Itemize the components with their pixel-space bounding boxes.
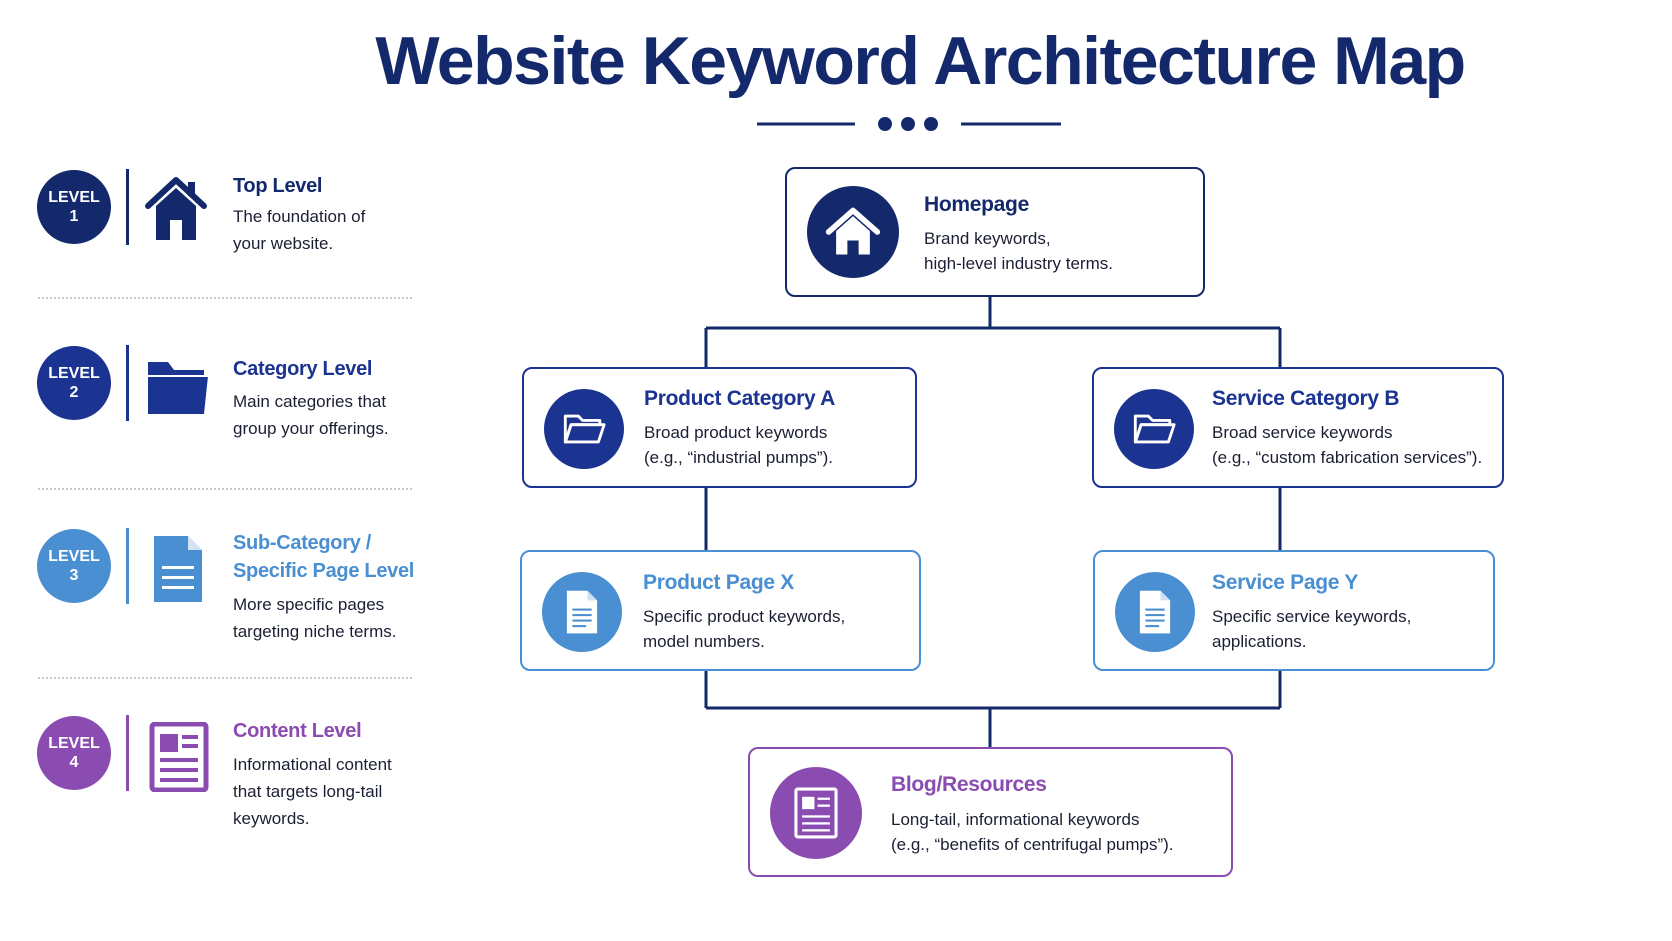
node-description: Brand keywords, high-level industry term… xyxy=(924,229,1113,273)
level-word: LEVEL xyxy=(48,365,100,382)
document-icon xyxy=(1115,572,1195,652)
node-description: Long-tail, informational keywords (e.g.,… xyxy=(891,810,1174,854)
title-divider xyxy=(757,117,1061,131)
level-number: 4 xyxy=(69,754,79,771)
level-word: LEVEL xyxy=(48,548,100,565)
level-divider xyxy=(126,345,129,421)
node-title: Service Category B xyxy=(1212,387,1400,410)
level-title: Content Level xyxy=(233,720,362,742)
node-description: Broad service keywords (e.g., “custom fa… xyxy=(1212,423,1483,467)
level-4-badge: LEVEL 4 xyxy=(37,716,111,790)
document-icon xyxy=(154,536,202,602)
article-icon xyxy=(770,767,862,859)
node-title: Product Page X xyxy=(643,571,795,594)
level-3-badge: LEVEL 3 xyxy=(37,529,111,603)
legend-separator xyxy=(38,488,412,490)
level-word: LEVEL xyxy=(48,735,100,752)
house-icon xyxy=(145,177,207,240)
node-blog-resources[interactable]: Blog/Resources Long-tail, informational … xyxy=(748,747,1233,877)
node-service-page-y[interactable]: Service Page Y Specific service keywords… xyxy=(1093,550,1495,671)
page-title: Website Keyword Architecture Map xyxy=(375,23,1466,99)
level-title: Category Level xyxy=(233,358,373,380)
level-title: Top Level xyxy=(233,175,323,197)
level-2-badge: LEVEL 2 xyxy=(37,346,111,420)
article-icon xyxy=(149,722,209,792)
node-description: Specific service keywords, applications. xyxy=(1212,607,1412,651)
level-number: 1 xyxy=(69,208,79,225)
node-title: Homepage xyxy=(924,193,1029,216)
level-number: 3 xyxy=(69,567,79,584)
level-divider xyxy=(126,715,129,791)
node-description: Broad product keywords (e.g., “industria… xyxy=(644,423,833,467)
folder-icon xyxy=(148,362,208,414)
level-description: Main categories that group your offering… xyxy=(233,392,389,438)
node-description: Specific product keywords, model numbers… xyxy=(643,607,846,651)
level-1-badge: LEVEL 1 xyxy=(37,170,111,244)
level-description: More specific pages targeting niche term… xyxy=(233,595,397,641)
node-homepage[interactable]: Homepage Brand keywords, high-level indu… xyxy=(785,167,1205,297)
node-title: Product Category A xyxy=(644,387,836,410)
level-description: The foundation of your website. xyxy=(233,207,366,253)
node-product-page-x[interactable]: Product Page X Specific product keywords… xyxy=(520,550,921,671)
node-title: Blog/Resources xyxy=(891,773,1047,796)
level-description: Informational content that targets long-… xyxy=(233,755,392,828)
legend-separator xyxy=(38,677,412,679)
legend-separator xyxy=(38,297,412,299)
level-number: 2 xyxy=(69,384,79,401)
level-divider xyxy=(126,528,129,604)
node-title: Service Page Y xyxy=(1212,571,1359,594)
document-icon xyxy=(542,572,622,652)
level-title: Sub-Category / Specific Page Level xyxy=(233,532,415,582)
house-icon xyxy=(807,186,899,278)
folder-icon xyxy=(544,389,624,469)
level-divider xyxy=(126,169,129,245)
node-product-category-a[interactable]: Product Category A Broad product keyword… xyxy=(522,367,917,488)
node-service-category-b[interactable]: Service Category B Broad service keyword… xyxy=(1092,367,1504,488)
folder-icon xyxy=(1114,389,1194,469)
level-word: LEVEL xyxy=(48,189,100,206)
